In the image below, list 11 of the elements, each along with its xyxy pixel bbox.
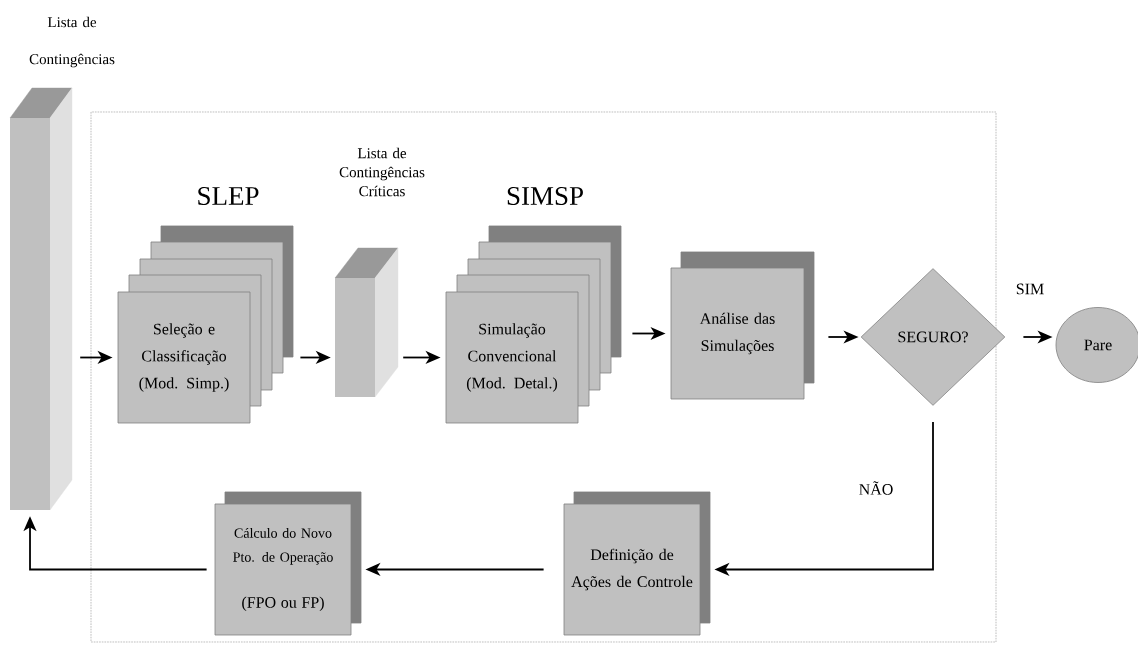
shadowed-box: Definição de Ações de Controle bbox=[563, 491, 711, 636]
shadowed-box: Cálculo do Novo Pto. de Operação (FPO ou FP) bbox=[214, 491, 362, 636]
stack-title: SIMSP bbox=[507, 186, 583, 206]
heading-text: Lista de Contingências bbox=[29, 16, 115, 68]
stack-title: SLEP bbox=[198, 186, 259, 206]
edge-label: SIM bbox=[1014, 282, 1046, 296]
edge-label: NÃO bbox=[857, 480, 895, 496]
stacked-box: Simulação Convencional (Mod. Detal.) bbox=[445, 225, 622, 424]
heading-text: Lista de Contingências Críticas bbox=[339, 147, 425, 197]
stacked-box: Seleção e Classificação (Mod. Simp.) bbox=[117, 225, 294, 424]
shadowed-box: Análise das Simulações bbox=[670, 251, 815, 400]
